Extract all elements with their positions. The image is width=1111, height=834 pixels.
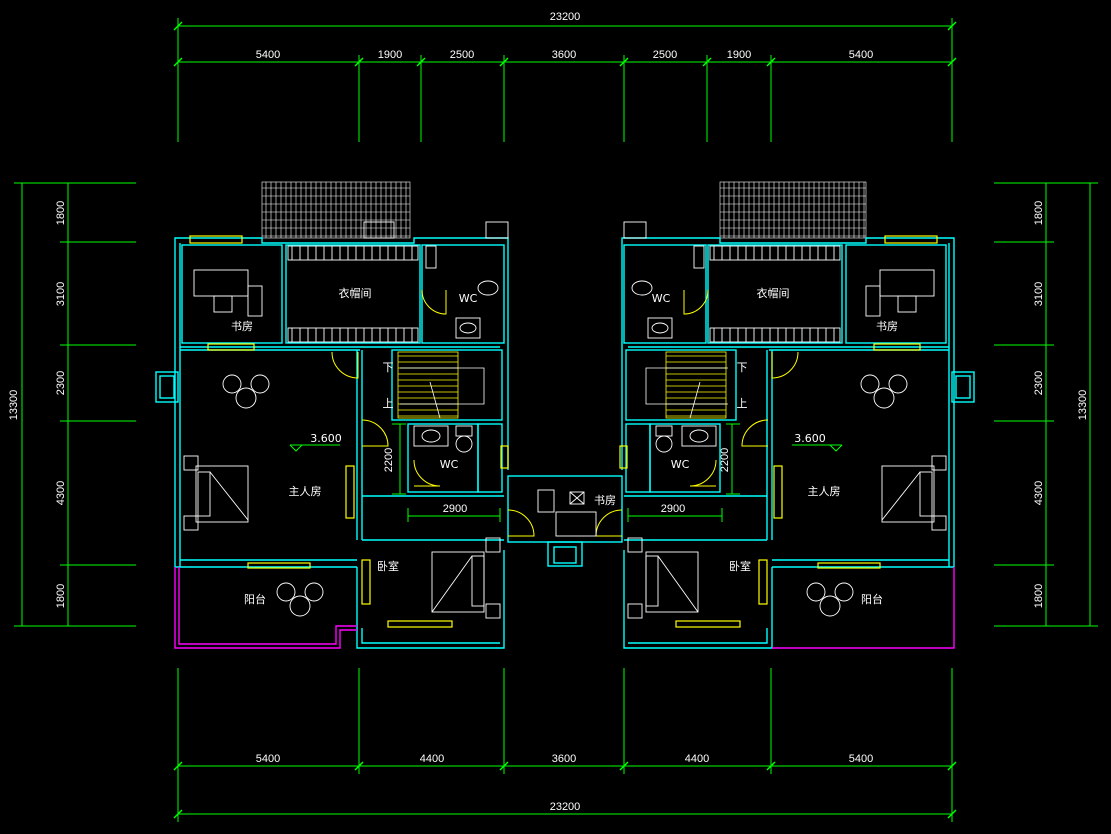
- label-wc-lower-right: WC: [671, 458, 690, 471]
- dim-bottom-seg: 3600: [552, 753, 576, 765]
- windows: [189, 235, 938, 628]
- dim-left-total: 13300: [8, 390, 20, 421]
- label-stair-down-right: 下: [737, 361, 748, 374]
- label-master-right: 主人房: [808, 485, 841, 498]
- label-closet-right: 衣帽间: [757, 286, 790, 300]
- dim-right-seg: 4300: [1033, 481, 1045, 505]
- dim-left-seg: 3100: [55, 282, 67, 306]
- dim-right-seg: 1800: [1033, 584, 1045, 608]
- label-study-center: 书房: [594, 494, 616, 507]
- label-study-right: 书房: [876, 320, 898, 333]
- dim-top-seg: 1900: [727, 49, 751, 61]
- dim-bottom-seg: 5400: [256, 753, 280, 765]
- dim-right-seg: 3100: [1033, 282, 1045, 306]
- label-study-left: 书房: [231, 320, 253, 333]
- dim-top-seg: 1900: [378, 49, 402, 61]
- dim-right-seg: 2300: [1033, 371, 1045, 395]
- stairs: [397, 351, 727, 419]
- dim-inner-2900-left: 2900: [443, 503, 467, 515]
- label-stair-down-left: 下: [383, 361, 394, 374]
- dim-left-seg: 1800: [55, 201, 67, 225]
- label-closet-left: 衣帽间: [339, 286, 372, 300]
- label-bedroom-left: 卧室: [377, 559, 399, 573]
- room-labels: 书房 书房 衣帽间 衣帽间 WC WC WC WC 主人房 主人房 阳台 阳台 …: [231, 286, 898, 606]
- dim-right-total: 13300: [1077, 390, 1089, 421]
- dim-inner-2200-right: 2200: [719, 448, 731, 472]
- roof-terrace-grid: [261, 181, 867, 239]
- dim-top-seg: 5400: [849, 49, 873, 61]
- dim-inner-2200-left: 2200: [383, 448, 395, 472]
- dimension-ticks: [173, 21, 957, 819]
- dim-left-seg: 1800: [55, 584, 67, 608]
- dim-bottom-seg: 4400: [420, 753, 444, 765]
- level-marks: [289, 444, 843, 452]
- dim-left-seg: 4300: [55, 481, 67, 505]
- label-level-left: 3.600: [310, 432, 342, 445]
- dim-top-seg: 2500: [653, 49, 677, 61]
- stair-arrows: [400, 367, 728, 419]
- dimension-labels: 23200 5400 1900 2500 3600 2500 1900 5400…: [8, 11, 1089, 813]
- label-wc-upper-left: WC: [459, 292, 478, 305]
- label-bedroom-right: 卧室: [729, 559, 751, 573]
- fixtures: [183, 221, 947, 619]
- door-swings: [331, 289, 799, 537]
- dim-top-seg: 3600: [552, 49, 576, 61]
- dim-top-total: 23200: [550, 11, 581, 23]
- dim-inner-2900-right: 2900: [661, 503, 685, 515]
- dim-left-seg: 2300: [55, 371, 67, 395]
- balcony-rails: [174, 567, 955, 649]
- dimension-lines: [14, 18, 1098, 822]
- dim-bottom-seg: 5400: [849, 753, 873, 765]
- label-stair-up-right: 上: [737, 397, 748, 410]
- dim-bottom-total: 23200: [550, 801, 581, 813]
- label-balcony-right: 阳台: [861, 592, 883, 606]
- label-stair-up-left: 上: [383, 397, 394, 410]
- dim-top-seg: 5400: [256, 49, 280, 61]
- dim-bottom-seg: 4400: [685, 753, 709, 765]
- label-level-right: 3.600: [794, 432, 826, 445]
- dim-top-seg: 2500: [450, 49, 474, 61]
- label-wc-upper-right: WC: [652, 292, 671, 305]
- label-wc-lower-left: WC: [440, 458, 459, 471]
- dim-right-seg: 1800: [1033, 201, 1045, 225]
- label-balcony-left: 阳台: [244, 592, 266, 606]
- label-master-left: 主人房: [289, 485, 322, 498]
